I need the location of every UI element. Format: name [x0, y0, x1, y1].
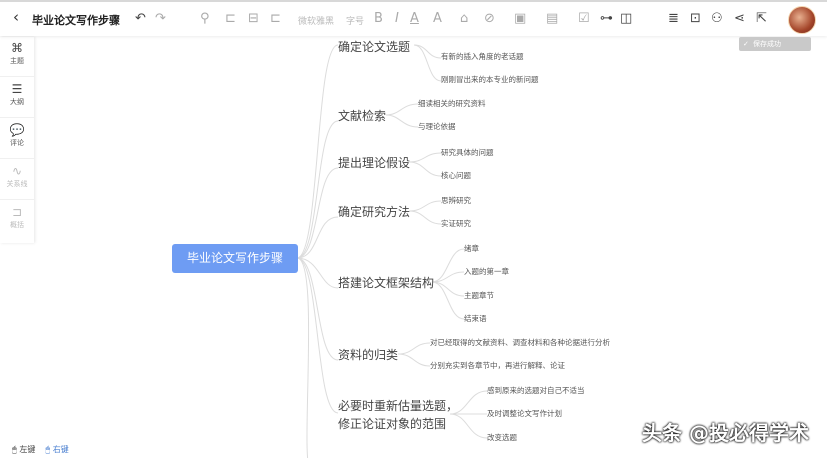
mouse-right-icon: 🖱	[45, 445, 51, 454]
bold-button[interactable]: B	[374, 11, 383, 26]
sidebar-item-theme[interactable]: ⌘主题	[0, 37, 34, 77]
undo-icon[interactable]: ↶	[135, 11, 146, 26]
branch-topic-line2[interactable]: 修正论证对象的范围	[338, 417, 447, 431]
sidebar-item-relation[interactable]: ∿关系线	[0, 160, 34, 200]
subtopic[interactable]: 刚刚冒出来的本专业的新问题	[441, 75, 539, 84]
link-icon[interactable]: ⊘	[484, 11, 495, 26]
branch-topic[interactable]: 搭建论文框架结构	[338, 276, 435, 290]
relation-line-icon: ∿	[11, 164, 23, 178]
subtopic[interactable]: 绪章	[464, 244, 479, 253]
avatar[interactable]	[788, 6, 816, 34]
clear-format-icon[interactable]: ⌂	[460, 11, 469, 26]
back-button[interactable]: ‹	[13, 8, 19, 26]
subtopic[interactable]: 细读相关的研究资料	[418, 99, 486, 108]
note-icon[interactable]: ▤	[546, 11, 559, 26]
insert-subtopic-icon[interactable]: ⊏	[225, 11, 236, 26]
subtopic[interactable]: 对已经取得的文献资料、调查材料和各种论据进行分析	[430, 338, 610, 347]
outline-icon: ☰	[11, 82, 23, 96]
subtopic[interactable]: 分别充实到各章节中，再进行解释、论证	[430, 361, 565, 370]
branch-topic[interactable]: 资料的归类	[338, 348, 399, 362]
sidebar-item-comment[interactable]: 💬评论	[0, 119, 34, 159]
format-painter-icon[interactable]: ⚲	[200, 11, 210, 26]
font-family-select[interactable]: 微软雅黑	[298, 17, 335, 27]
redo-icon[interactable]: ↷	[155, 11, 166, 26]
summary-icon: ⊐	[11, 205, 23, 219]
comment-icon: 💬	[9, 123, 25, 137]
subtopic[interactable]: 研究具体的问题	[441, 148, 494, 157]
save-icon[interactable]: ⊡	[690, 11, 701, 26]
history-icon[interactable]: ≣	[668, 11, 679, 26]
toolbar: ‹ 毕业论文写作步骤 ↶ ↷ ⚲ ⊏ ⊟ ⊏ 微软雅黑 字号 B I A A ⌂…	[0, 0, 827, 36]
branch-topic[interactable]: 确定论文选题	[338, 40, 411, 54]
layout-icon[interactable]: ◫	[620, 11, 633, 26]
theme-icon: ⌘	[11, 41, 23, 55]
subtopic[interactable]: 思辨研究	[441, 196, 471, 205]
save-status-badge: ✓保存成功	[739, 37, 811, 51]
italic-button[interactable]: I	[395, 11, 399, 26]
export-icon[interactable]: ⇱	[756, 11, 767, 26]
subtopic[interactable]: 改变选题	[487, 433, 517, 442]
root-topic[interactable]: 毕业论文写作步骤	[172, 244, 298, 273]
subtopic[interactable]: 入题的第一章	[464, 267, 509, 276]
sidebar-item-outline[interactable]: ☰大纲	[0, 78, 34, 118]
subtopic[interactable]: 及时调整论文写作计划	[487, 409, 562, 418]
mouse-hint: 🖱 左键🖱 右键	[12, 445, 69, 454]
subtopic[interactable]: 感到原来的选题对自己不适当	[487, 386, 585, 395]
subtopic[interactable]: 有新的插入角度的老话题	[441, 52, 524, 61]
subtopic[interactable]: 结束语	[464, 314, 487, 323]
share-icon[interactable]: ⋖	[734, 11, 745, 26]
structure-icon[interactable]: ⊶	[600, 11, 613, 26]
font-color-icon[interactable]: A	[410, 11, 419, 26]
sidebar-item-summary[interactable]: ⊐概括	[0, 201, 34, 241]
task-icon[interactable]: ☑	[578, 11, 590, 26]
collaborators-icon[interactable]: ⚇	[711, 11, 723, 26]
subtopic[interactable]: 主题章节	[464, 291, 494, 300]
document-title: 毕业论文写作步骤	[32, 14, 120, 27]
font-size-select[interactable]: 字号	[346, 17, 365, 27]
branch-topic[interactable]: 提出理论假设	[338, 156, 411, 170]
highlight-icon[interactable]: A	[433, 11, 442, 26]
mouse-left-icon: 🖱	[12, 445, 17, 454]
image-icon[interactable]: ▣	[514, 11, 527, 26]
subtopic[interactable]: 实证研究	[441, 219, 471, 228]
check-circle-icon: ✓	[743, 40, 749, 48]
insert-parent-icon[interactable]: ⊏	[270, 11, 281, 26]
sidebar: ⌘主题 ☰大纲 💬评论 ∿关系线 ⊐概括	[0, 37, 34, 243]
branch-topic[interactable]: 确定研究方法	[338, 205, 411, 219]
watermark: 头条 @投必得学术	[642, 421, 809, 445]
insert-topic-icon[interactable]: ⊟	[248, 11, 259, 26]
subtopic[interactable]: 与理论依据	[418, 122, 456, 131]
branch-topic[interactable]: 文献检索	[338, 109, 387, 123]
subtopic[interactable]: 核心问题	[441, 171, 471, 180]
branch-topic[interactable]: 必要时重新估量选题，	[338, 399, 459, 413]
